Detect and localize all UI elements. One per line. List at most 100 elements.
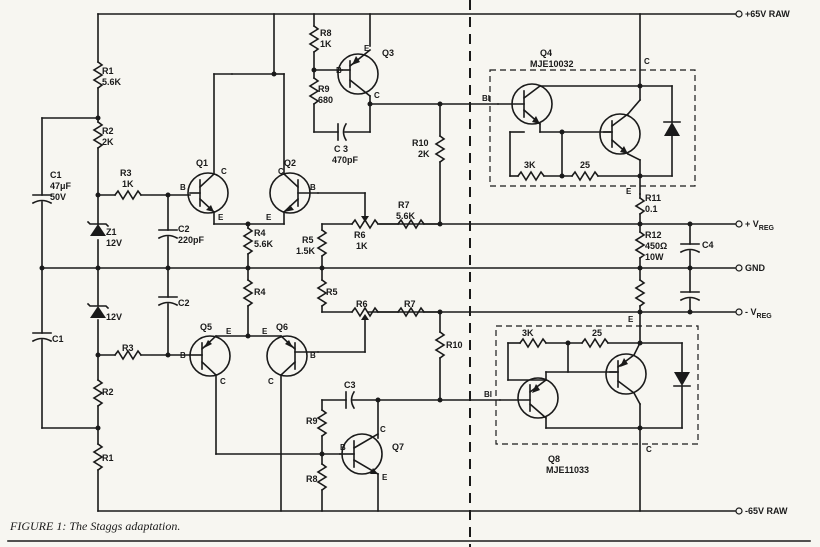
- svg-text:E: E: [364, 44, 370, 53]
- svg-text:BI: BI: [484, 390, 492, 399]
- svg-text:E: E: [626, 187, 632, 196]
- positive-raw-rail: +65V RAW: [97, 9, 790, 19]
- r4-label: R4: [254, 228, 266, 238]
- r12-label: R12: [645, 230, 662, 240]
- svg-text:C: C: [278, 167, 284, 176]
- vreg-negative-rail: - VREG: [367, 307, 772, 320]
- c3-value: 470pF: [332, 155, 359, 165]
- q8-part: MJE11033: [546, 465, 589, 475]
- lower-r9-label: R9: [306, 416, 318, 426]
- r11-label: R11: [645, 193, 661, 203]
- svg-text:C: C: [220, 377, 226, 386]
- svg-text:C: C: [380, 425, 386, 434]
- q2-label: Q2: [284, 158, 296, 168]
- lower-r10-label: R10: [446, 340, 463, 350]
- output-network: E R11 0.1 R12 450Ω 10W C4: [626, 187, 714, 341]
- q7-label: Q7: [392, 442, 404, 452]
- q4-3k-label: 3K: [524, 160, 536, 170]
- svg-text:E: E: [382, 473, 388, 482]
- input-network-upper: R3 1K C2 220pF: [97, 168, 205, 271]
- r10-lower: R10: [434, 311, 463, 403]
- svg-text:B: B: [180, 351, 186, 360]
- q3-label: Q3: [382, 48, 394, 58]
- z1-value: 12V: [106, 238, 122, 248]
- z1-label: Z1: [106, 227, 117, 237]
- r2-value: 2K: [102, 137, 114, 147]
- q8-3k-label: 3K: [522, 328, 534, 338]
- svg-text:B: B: [180, 183, 186, 192]
- c3-label: C 3: [334, 144, 348, 154]
- neg-raw-label: -65V RAW: [745, 506, 788, 516]
- svg-text:E: E: [218, 213, 224, 222]
- pos-raw-label: +65V RAW: [745, 9, 790, 19]
- gnd-label: GND: [745, 263, 766, 273]
- transistor-q6: Q6 E B C: [245, 322, 319, 512]
- q4-part: MJE10032: [530, 59, 574, 69]
- r10-value: 2K: [418, 149, 430, 159]
- transistor-q3-stage: R8 1K R9 680 C 3 470pF Q3 B E C: [308, 13, 499, 165]
- r7-value: 5.6K: [396, 211, 416, 221]
- figure-caption: FIGURE 1: The Staggs adaptation.: [9, 519, 180, 533]
- q6-label: Q6: [276, 322, 288, 332]
- c4-label: C4: [702, 240, 714, 250]
- r2-label: R2: [102, 126, 114, 136]
- svg-text:E: E: [226, 327, 232, 336]
- q1-label: Q1: [196, 158, 208, 168]
- r10-upper: R10 2K: [412, 101, 446, 227]
- lower-r7-label: R7: [404, 299, 416, 309]
- lower-r6-label: R6: [356, 299, 368, 309]
- svg-text:B: B: [310, 351, 316, 360]
- svg-text:E: E: [628, 315, 634, 324]
- z2-value: 12V: [106, 312, 122, 322]
- q4-25-label: 25: [580, 160, 590, 170]
- svg-text:C: C: [646, 445, 652, 454]
- darlington-q8-module: E BI C Q8 MJE11033 3K 25: [484, 315, 699, 512]
- svg-text:BI: BI: [482, 94, 490, 103]
- r9-label: R9: [318, 84, 330, 94]
- lower-c1-label: C1: [52, 334, 64, 344]
- darlington-q4-module: Q4 MJE10032 BI C: [482, 13, 696, 195]
- c1-label: C1: [50, 170, 62, 180]
- r4-value: 5.6K: [254, 239, 274, 249]
- tail-resistors: R4 5.6K R4: [242, 221, 274, 336]
- transistor-q2: Q2 C E B: [231, 13, 319, 225]
- c2-label: C2: [178, 224, 190, 234]
- r1-value: 5.6K: [102, 77, 122, 87]
- r3-value: 1K: [122, 179, 134, 189]
- svg-text:C: C: [268, 377, 274, 386]
- transistor-q1: Q1 B C E: [180, 73, 249, 225]
- r1-label: R1: [102, 66, 114, 76]
- r6-value: 1K: [356, 241, 368, 251]
- r5-label: R5: [302, 235, 314, 245]
- zener-z1-icon: [90, 224, 106, 236]
- c2-value: 220pF: [178, 235, 205, 245]
- svg-text:C: C: [221, 167, 227, 176]
- r12-value: 450Ω: [645, 241, 667, 251]
- r12-wattage: 10W: [645, 252, 664, 262]
- reference-chain: R1 5.6K R2 2K C1 47μF 50V Z1 12V 12V C1 …: [31, 13, 122, 512]
- svg-text:B: B: [340, 443, 346, 452]
- lower-c3-label: C3: [344, 380, 356, 390]
- transistor-q5: Q5 B E C: [180, 322, 341, 455]
- feedback-network: R5 1.5K R6 1K R7 5.6K R5 R6 R7: [296, 192, 443, 353]
- r8-value: 1K: [320, 39, 332, 49]
- c1-value-2: 50V: [50, 192, 66, 202]
- svg-text:C: C: [644, 57, 650, 66]
- r5-value: 1.5K: [296, 246, 316, 256]
- ground-rail: GND: [41, 263, 766, 273]
- r8-label: R8: [320, 28, 332, 38]
- zener-z2-icon: [90, 306, 106, 318]
- svg-text:B: B: [336, 66, 342, 75]
- svg-text:C: C: [374, 91, 380, 100]
- c1-value-1: 47μF: [50, 181, 72, 191]
- input-network-lower: R3 C2: [97, 267, 191, 361]
- r7-label: R7: [398, 200, 410, 210]
- lower-r3-label: R3: [122, 343, 134, 353]
- q8-25-label: 25: [592, 328, 602, 338]
- lower-r5-label: R5: [326, 287, 338, 297]
- vreg-pos-label: + VREG: [745, 219, 774, 232]
- lower-r1-label: R1: [102, 453, 114, 463]
- svg-text:E: E: [262, 327, 268, 336]
- lower-r2-label: R2: [102, 387, 114, 397]
